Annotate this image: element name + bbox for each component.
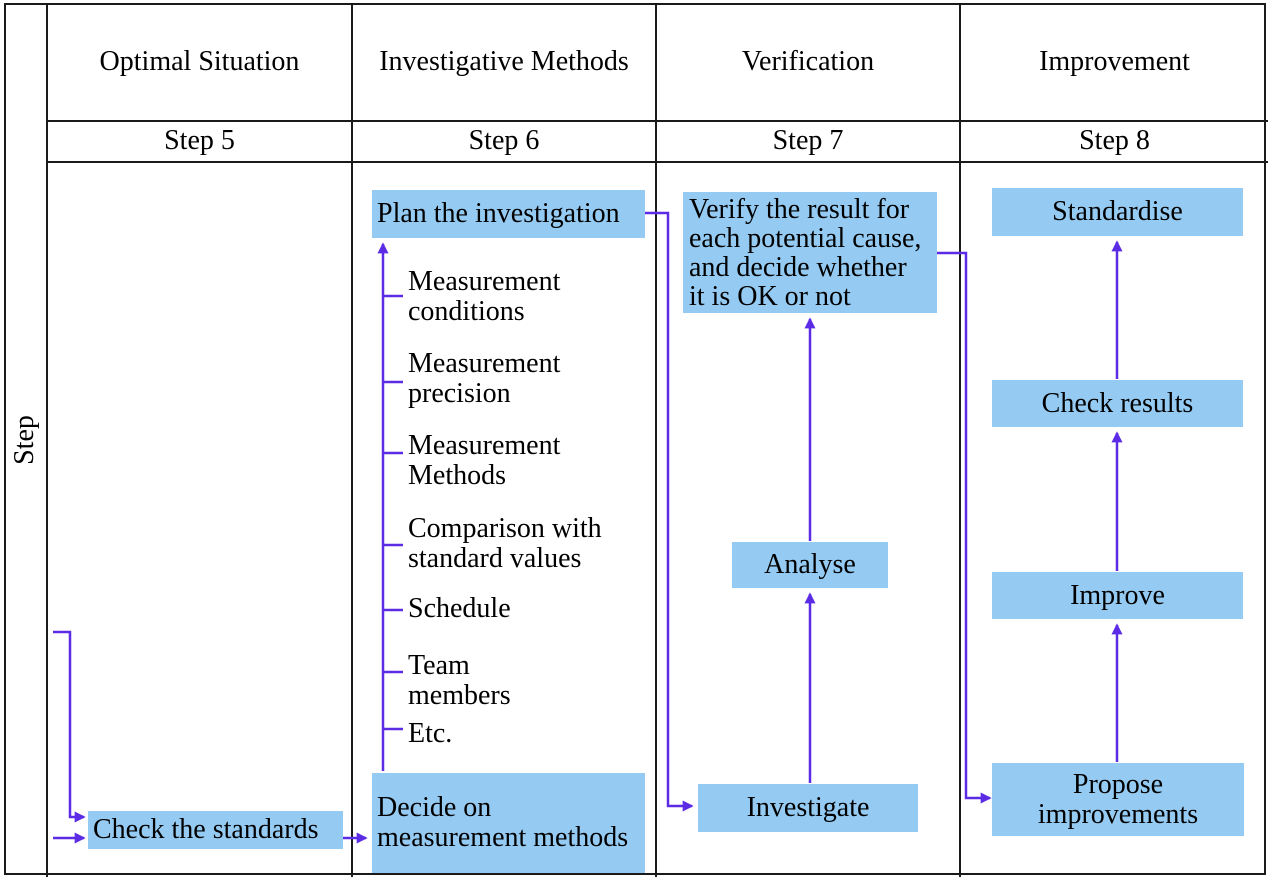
- column-title-optimal-situation: Optimal Situation: [99, 45, 300, 77]
- column-title-verification: Verification: [741, 45, 875, 77]
- checklist-item-schedule: Schedule: [408, 593, 511, 624]
- grid-line-step-row: [47, 161, 1268, 163]
- node-decide-measurement-methods: Decide on measurement methods: [372, 773, 645, 873]
- checklist-item-team-members: Team members: [408, 650, 511, 711]
- table-outer-border: [4, 3, 1266, 875]
- checklist-item-measurement-conditions: Measurement conditions: [408, 266, 561, 327]
- node-verify-result: Verify the result for each potential cau…: [683, 192, 937, 313]
- step-label-7: Step 7: [772, 125, 844, 156]
- node-standardise: Standardise: [992, 188, 1243, 236]
- node-propose-improvements: Propose improvements: [992, 763, 1244, 836]
- column-title-improvement: Improvement: [1039, 45, 1190, 77]
- grid-line-col1-col2: [351, 3, 353, 877]
- node-check-results: Check results: [992, 380, 1243, 427]
- node-analyse: Analyse: [732, 542, 888, 588]
- node-improve: Improve: [992, 572, 1243, 619]
- checklist-item-comparison-standard-values: Comparison with standard values: [408, 513, 602, 574]
- checklist-item-measurement-methods: Measurement Methods: [408, 430, 561, 491]
- node-check-the-standards: Check the standards: [88, 811, 343, 849]
- step-label-5: Step 5: [164, 125, 235, 156]
- step-label-6: Step 6: [468, 125, 540, 156]
- step-label-8: Step 8: [1079, 125, 1150, 156]
- column-title-investigative-methods: Investigative Methods: [379, 45, 629, 77]
- row-label-step: Step: [9, 415, 40, 465]
- grid-line-step-col: [46, 3, 48, 877]
- grid-line-header-row: [47, 120, 1268, 122]
- checklist-item-etc: Etc.: [408, 718, 453, 749]
- node-investigate: Investigate: [698, 784, 918, 832]
- checklist-item-measurement-precision: Measurement precision: [408, 348, 561, 409]
- node-plan-the-investigation: Plan the investigation: [372, 190, 645, 238]
